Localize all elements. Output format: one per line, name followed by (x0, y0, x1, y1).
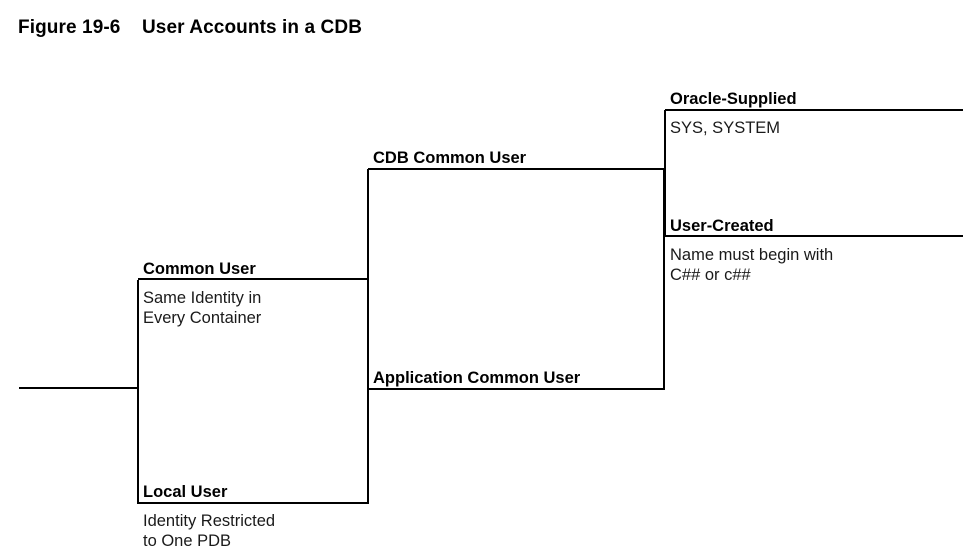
node-title-oracle-supplied: Oracle-Supplied (670, 90, 797, 108)
node-title-user-created: User-Created (670, 217, 774, 235)
node-title-common-user: Common User (143, 260, 256, 278)
node-body-common-user-line1: Same Identity in (143, 289, 261, 307)
node-body-user-created-line1: Name must begin with (670, 246, 833, 264)
node-title-application-common-user: Application Common User (373, 369, 581, 387)
node-title-local-user: Local User (143, 483, 228, 501)
node-body-local-user-line2: to One PDB (143, 532, 231, 550)
figure-title: Figure 19-6 User Accounts in a CDB (18, 17, 363, 38)
node-body-oracle-supplied-line1: SYS, SYSTEM (670, 119, 780, 137)
node-title-cdb-common-user: CDB Common User (373, 149, 527, 167)
node-body-user-created-line2: C## or c## (670, 266, 752, 284)
node-body-common-user-line2: Every Container (143, 309, 262, 327)
node-body-local-user-line1: Identity Restricted (143, 512, 275, 530)
